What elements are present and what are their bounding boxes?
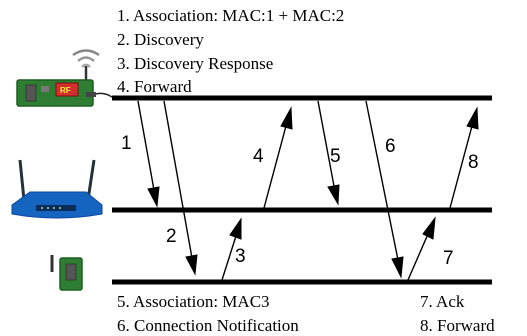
legend-item-7: 7. Ack	[420, 292, 465, 311]
arrow-5	[317, 100, 335, 187]
message-arrows	[137, 100, 479, 281]
arrow-label-2: 2	[166, 226, 177, 247]
cable-icon	[95, 92, 113, 98]
rf-label: RF	[60, 86, 71, 95]
arrow-label-8: 8	[468, 152, 479, 173]
led-icon	[59, 207, 61, 209]
led-icon	[41, 207, 43, 209]
bottom-legend-right: 7. Ack 8. Forward	[420, 292, 495, 335]
led-icon	[47, 207, 49, 209]
arrow-3	[221, 235, 237, 281]
arrow-5-head	[327, 184, 340, 206]
led-icon	[53, 207, 55, 209]
rf-module-icon	[55, 82, 79, 97]
arrow-label-3: 3	[235, 246, 246, 267]
arrow-1-head	[147, 186, 160, 208]
legend-item-2: 2. Discovery	[117, 30, 204, 49]
arrow-7-head	[422, 216, 436, 240]
router-antenna-left	[18, 159, 26, 201]
arrow-labels: 1 2 3 4 5 6 7 8	[121, 133, 479, 269]
small-chip-icon	[65, 263, 77, 281]
arrow-1	[137, 100, 155, 191]
arrow-8-head	[466, 106, 479, 130]
arrow-label-5: 5	[330, 146, 341, 167]
legend-item-4: 4. Forward	[117, 77, 192, 96]
router-front-panel	[36, 205, 76, 211]
connector-icon	[86, 92, 96, 97]
arrow-3-head	[229, 217, 242, 240]
component-icon	[41, 86, 49, 92]
wifi-wave-outer	[72, 49, 100, 57]
top-legend: 1. Association: MAC:1 + MAC:2 2. Discove…	[117, 6, 344, 96]
arrow-6	[365, 100, 399, 261]
arrow-label-6: 6	[385, 136, 396, 157]
rf-sensor-board-icon: RF	[16, 49, 113, 107]
legend-item-1: 1. Association: MAC:1 + MAC:2	[117, 6, 344, 25]
arrow-8	[449, 125, 473, 209]
small-sensor-board-icon	[50, 255, 83, 291]
chip-icon	[25, 84, 37, 102]
arrow-label-7: 7	[443, 248, 454, 269]
arrow-4-head	[280, 106, 293, 130]
arrow-4	[263, 125, 287, 209]
router-antenna-right	[86, 159, 96, 201]
arrow-label-4: 4	[253, 146, 264, 167]
arrow-2	[163, 100, 193, 259]
legend-item-6: 6. Connection Notification	[117, 316, 299, 335]
wireless-router-icon	[11, 159, 103, 219]
legend-item-5: 5. Association: MAC3	[117, 292, 270, 311]
arrow-2-head	[185, 254, 198, 276]
wifi-wave-inner	[81, 63, 91, 68]
arrow-label-1: 1	[121, 133, 132, 154]
bottom-legend-left: 5. Association: MAC3 6. Connection Notif…	[117, 292, 299, 335]
legend-item-3: 3. Discovery Response	[117, 54, 273, 73]
legend-item-8: 8. Forward	[420, 316, 495, 335]
arrow-7	[407, 233, 429, 281]
arrow-6-head	[391, 256, 404, 279]
wifi-wave-middle	[77, 56, 95, 62]
